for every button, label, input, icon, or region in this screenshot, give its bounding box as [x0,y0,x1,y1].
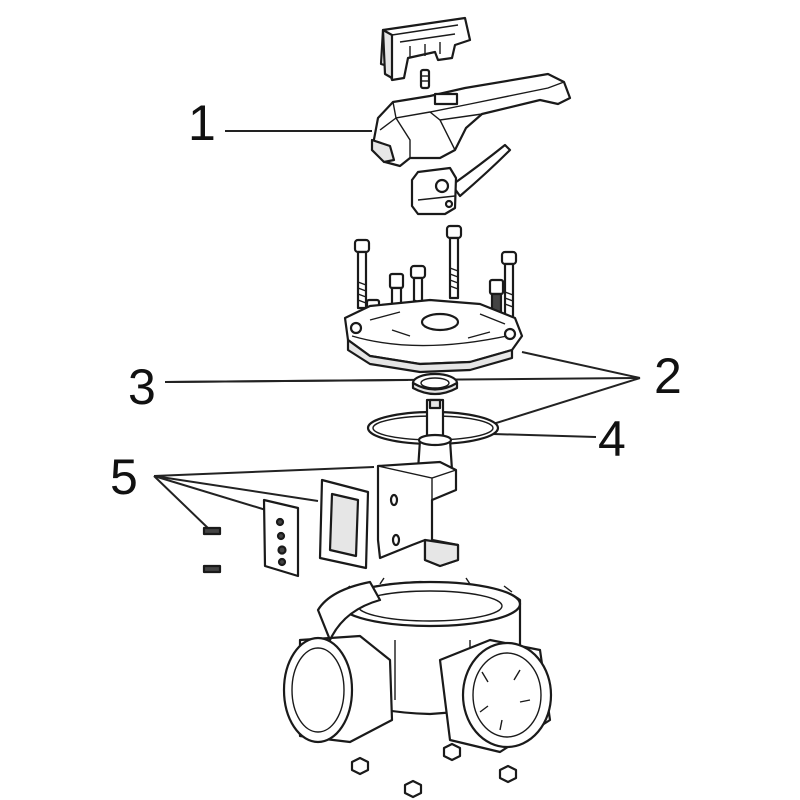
gasket-frame [318,478,370,570]
callout-3: 3 [128,359,156,415]
callout-1: 1 [188,95,216,151]
valve-body [282,577,553,754]
leader-2a [521,351,641,379]
callout-4: 4 [598,411,626,467]
callout-2: 2 [654,348,682,404]
nuts [350,742,518,799]
diverter [376,460,460,568]
leader-3b [164,377,641,383]
cover-plate [343,298,524,374]
handle-lever [410,143,512,216]
leader-5d [153,475,211,531]
leader-5b [153,475,319,502]
side-plate [262,498,300,578]
leader-5c [153,475,267,511]
side-screws [202,526,222,574]
handle-clip [379,16,472,82]
leader-2b [492,377,641,425]
leader-5a [153,466,375,477]
small-seal [411,372,459,396]
handle [370,72,572,168]
leader-4 [492,433,597,438]
leader-lines [153,130,641,531]
clip-screw [419,68,431,90]
callout-5: 5 [110,449,138,505]
